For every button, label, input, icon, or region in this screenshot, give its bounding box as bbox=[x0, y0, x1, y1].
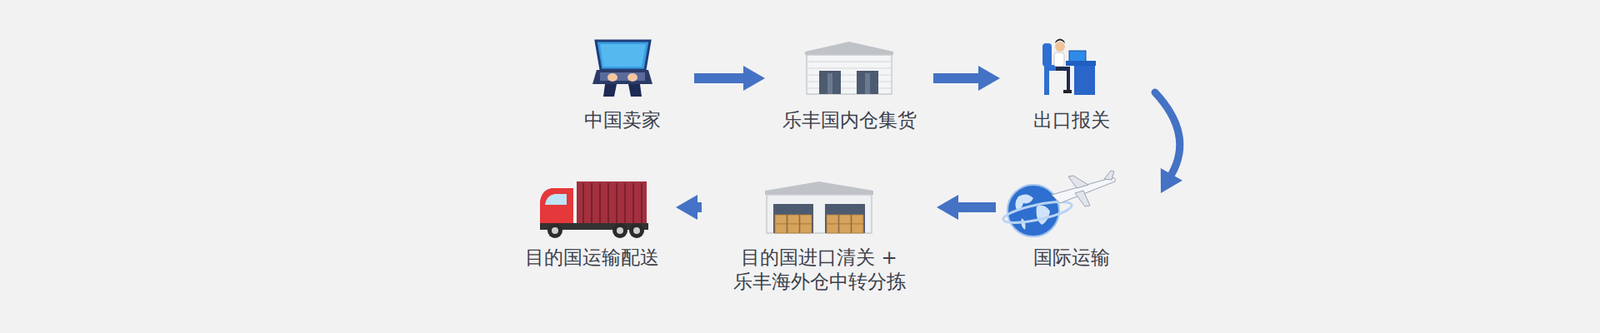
flow-step: 乐丰国内仓集货 bbox=[770, 40, 929, 136]
arrow-head bbox=[978, 65, 1000, 91]
flow-step: 中国卖家 bbox=[555, 40, 690, 136]
arrow-shaft bbox=[957, 202, 996, 213]
arrow-head bbox=[743, 65, 765, 91]
step-label: 国际运输 bbox=[1033, 245, 1110, 270]
arrow-shaft bbox=[696, 202, 702, 213]
step-label: 乐丰国内仓集货 bbox=[782, 108, 917, 133]
office-worker-icon bbox=[1042, 39, 1096, 96]
flow-arrow bbox=[1155, 92, 1183, 194]
step-label: 目的国进口清关 + 乐丰海外仓中转分拣 bbox=[715, 245, 924, 295]
arrow-shaft bbox=[694, 73, 745, 84]
flow-arrow bbox=[933, 65, 1000, 91]
arrow-head bbox=[936, 195, 959, 220]
curved-arrow-shaft bbox=[1155, 92, 1180, 175]
flow-step: 出口报关 bbox=[1005, 40, 1139, 136]
flow-step: 目的国进口清关 + 乐丰海外仓中转分拣 bbox=[706, 178, 932, 298]
truck-icon bbox=[540, 181, 649, 239]
warehouse-icon bbox=[805, 41, 894, 95]
step-label: 出口报关 bbox=[1033, 108, 1110, 133]
globe-airplane-icon bbox=[1001, 170, 1115, 237]
flow-arrow bbox=[675, 195, 702, 220]
flow-step: 国际运输 bbox=[1000, 178, 1143, 274]
arrow-shaft bbox=[933, 73, 980, 84]
flow-arrow bbox=[936, 195, 996, 220]
laptop-icon bbox=[592, 40, 653, 97]
overseas-warehouse-icon bbox=[765, 181, 874, 234]
arrow-head bbox=[675, 195, 698, 220]
step-label: 目的国运输配送 bbox=[525, 245, 660, 270]
step-label: 中国卖家 bbox=[584, 108, 661, 133]
flow-arrow bbox=[694, 65, 765, 91]
flow-step: 目的国运输配送 bbox=[512, 178, 671, 274]
